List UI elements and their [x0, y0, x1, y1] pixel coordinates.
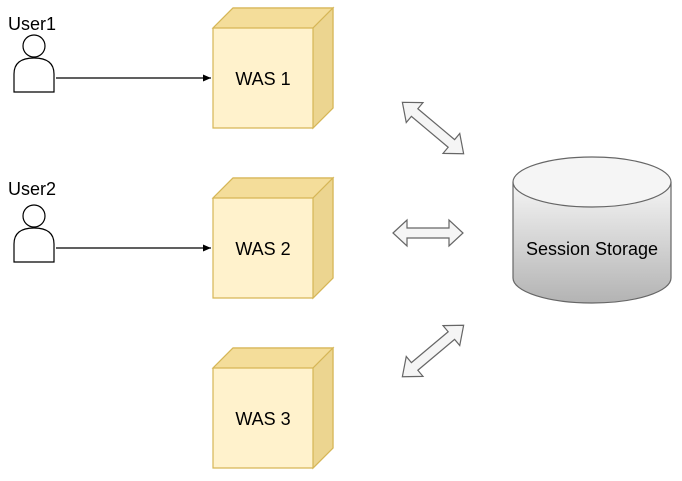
was-2-box: WAS 2 — [211, 176, 335, 300]
double-arrow-was1-storage — [401, 101, 465, 155]
user-2-icon — [13, 204, 55, 263]
double-arrow-was2-storage — [392, 218, 464, 248]
was-1-label: WAS 1 — [235, 69, 290, 89]
double-arrow-was3-storage — [401, 324, 465, 378]
user-1-icon — [13, 34, 55, 93]
session-storage-cylinder: Session Storage — [512, 156, 672, 304]
user-1: User1 — [8, 14, 211, 93]
was-1-box: WAS 1 — [211, 6, 335, 130]
user-2: User2 — [8, 179, 211, 263]
session-storage-label: Session Storage — [526, 239, 658, 259]
user-1-label: User1 — [8, 14, 56, 34]
was-2-label: WAS 2 — [235, 239, 290, 259]
was-3-box: WAS 3 — [211, 346, 335, 470]
user-2-label: User2 — [8, 179, 56, 199]
was-3-label: WAS 3 — [235, 409, 290, 429]
